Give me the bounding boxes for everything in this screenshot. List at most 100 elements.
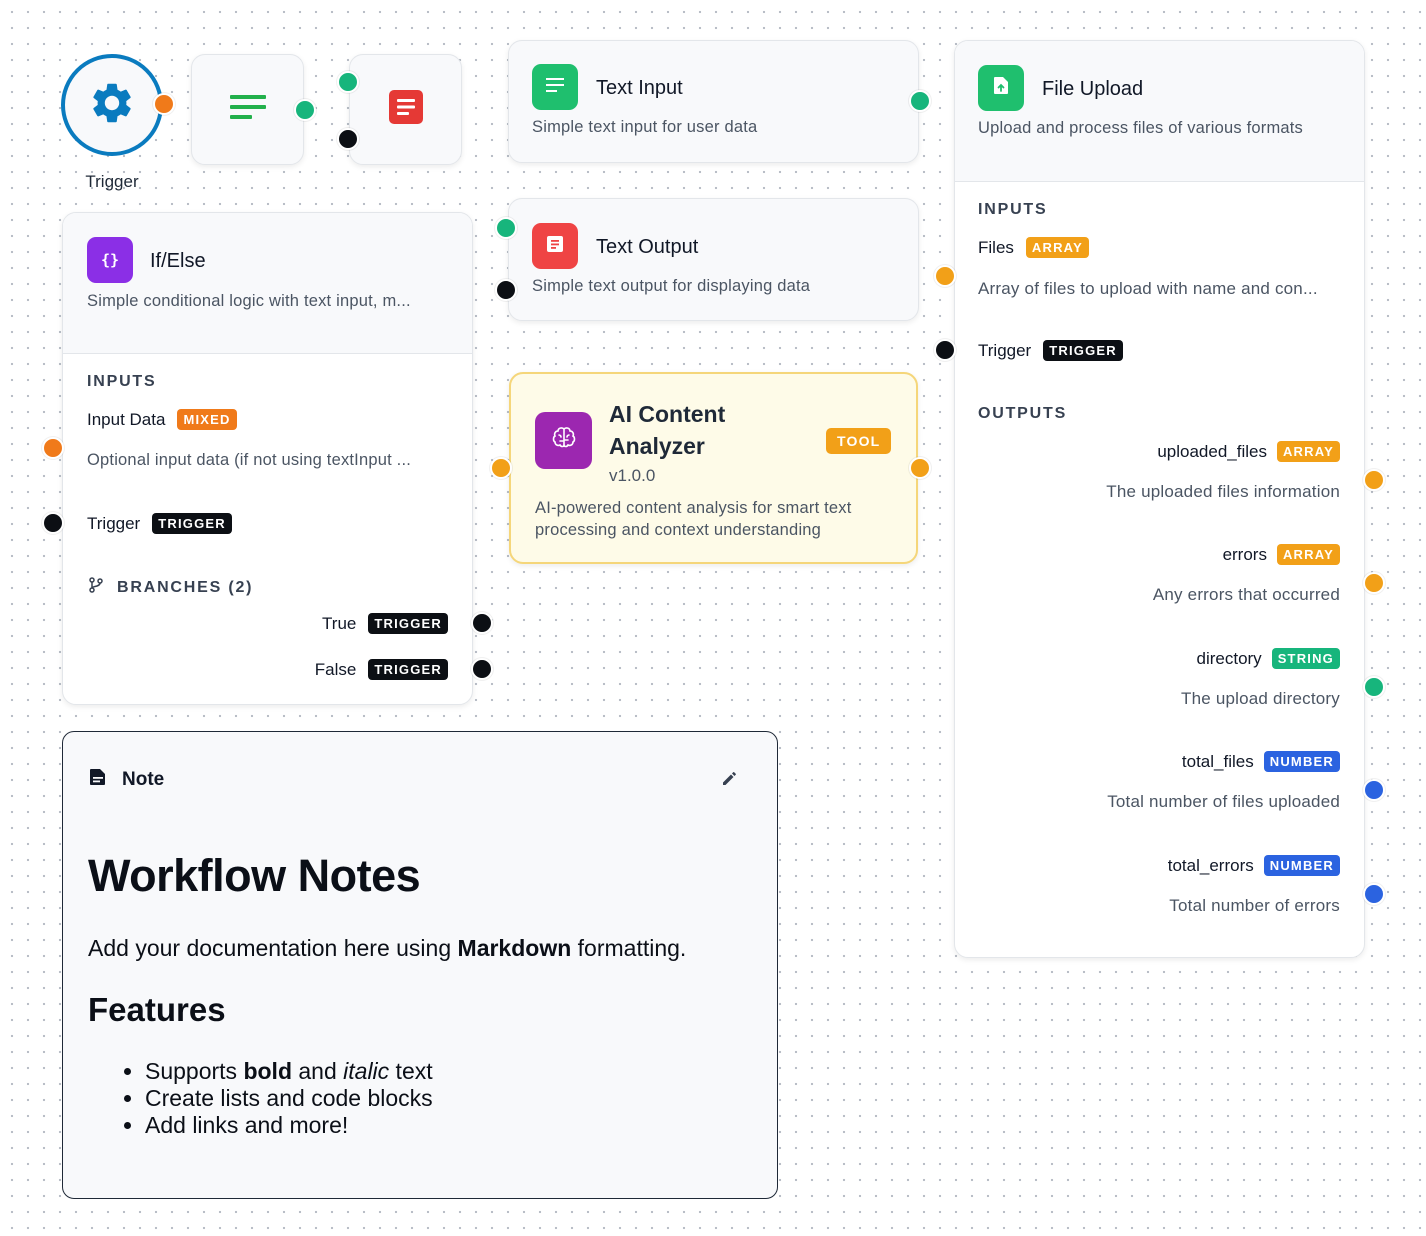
file-upload-files-handle[interactable] — [934, 265, 956, 287]
file-upload-title: File Upload — [1042, 78, 1144, 100]
ifelse-branch-false-badge: TRIGGER — [368, 659, 448, 680]
note-paragraph: Add your documentation here using Markdo… — [88, 935, 686, 962]
mini-text-input-output-handle[interactable] — [294, 99, 316, 121]
file-upload-divider — [955, 181, 1364, 182]
braces-icon: {} — [100, 251, 120, 269]
trigger-node[interactable] — [61, 54, 163, 156]
ai-analyzer-output-handle[interactable] — [909, 457, 931, 479]
ifelse-input-data-handle[interactable] — [42, 437, 64, 459]
mini-text-input-node[interactable] — [191, 54, 304, 165]
file-upload-trigger-badge: TRIGGER — [1043, 340, 1123, 361]
text-output-node[interactable]: Text Output Simple text output for displ… — [508, 198, 919, 321]
ifelse-trigger-label: Trigger — [87, 513, 141, 533]
output-errors-handle[interactable] — [1363, 572, 1385, 594]
file-upload-header — [955, 41, 1364, 181]
note-heading: Workflow Notes — [88, 850, 421, 901]
file-upload-trigger-label: Trigger — [978, 340, 1032, 360]
output-total-files-handle[interactable] — [1363, 779, 1385, 801]
output-uploaded-files-handle[interactable] — [1363, 469, 1385, 491]
text-input-output-handle[interactable] — [909, 90, 931, 112]
output-desc: Total number of files uploaded — [1107, 792, 1340, 811]
note-subheading: Features — [88, 991, 226, 1028]
list-item: Supports bold and italic text — [145, 1058, 433, 1085]
ifelse-trigger-badge: TRIGGER — [152, 513, 232, 534]
file-upload-inputs-label: INPUTS — [978, 201, 1048, 218]
mini-text-output-trigger-handle[interactable] — [337, 128, 359, 150]
note-paragraph-text-end: formatting. — [571, 935, 687, 961]
text-output-trigger-handle[interactable] — [495, 279, 517, 301]
gear-icon — [88, 79, 136, 132]
ifelse-branch-true: True TRIGGER — [322, 613, 448, 634]
output-name: errors — [1222, 544, 1267, 564]
ifelse-false-handle[interactable] — [471, 658, 493, 680]
ifelse-branches-label: BRANCHES (2) — [117, 578, 254, 596]
text-output-input-handle[interactable] — [495, 217, 517, 239]
output-desc: The upload directory — [1181, 689, 1340, 708]
ifelse-trigger-handle[interactable] — [42, 512, 64, 534]
output-desc: Any errors that occurred — [1152, 585, 1340, 604]
file-upload-files-row: Files ARRAY — [978, 237, 1089, 258]
note-icon — [88, 767, 108, 792]
output-type-badge: STRING — [1271, 648, 1340, 669]
file-upload-trigger-handle[interactable] — [934, 339, 956, 361]
output-name: total_files — [1181, 751, 1254, 771]
ai-analyzer-icon-tile — [535, 412, 592, 469]
list-item: Create lists and code blocks — [145, 1085, 433, 1112]
list-item-text: Supports — [145, 1058, 244, 1084]
text-input-node[interactable]: Text Input Simple text input for user da… — [508, 40, 919, 163]
file-upload-node[interactable]: File Upload Upload and process files of … — [954, 40, 1365, 958]
output-directory-row: directory STRING — [1196, 648, 1340, 669]
lines-icon — [229, 94, 267, 125]
ifelse-divider — [63, 353, 472, 354]
list-item-bold: bold — [243, 1058, 292, 1084]
list-item-text: text — [389, 1058, 433, 1084]
ai-analyzer-description: AI-powered content analysis for smart te… — [535, 497, 852, 541]
ifelse-true-handle[interactable] — [471, 612, 493, 634]
output-total-files-row: total_files NUMBER — [1182, 751, 1340, 772]
file-upload-description: Upload and process files of various form… — [978, 119, 1304, 137]
mini-text-output-node[interactable] — [349, 54, 462, 165]
output-name: total_errors — [1167, 855, 1254, 875]
ai-analyzer-title: AI Content Analyzer — [609, 398, 725, 462]
trigger-label: Trigger — [85, 172, 139, 191]
file-upload-icon-tile — [978, 65, 1024, 111]
ai-analyzer-title-line1: AI Content — [609, 401, 726, 427]
file-upload-files-badge: ARRAY — [1025, 237, 1089, 258]
output-type-badge: ARRAY — [1276, 441, 1340, 462]
ai-analyzer-node[interactable]: AI Content Analyzer v1.0.0 TOOL AI-power… — [509, 372, 918, 564]
pencil-icon[interactable] — [721, 769, 739, 792]
document-icon — [388, 89, 424, 130]
ifelse-input-data-desc: Optional input data (if not using textIn… — [87, 451, 412, 469]
ifelse-node[interactable]: {} If/Else Simple conditional logic with… — [62, 212, 473, 705]
note-node[interactable]: Note Workflow Notes Add your documentati… — [62, 731, 778, 1199]
list-item: Add links and more! — [145, 1112, 433, 1139]
mini-text-output-input-handle[interactable] — [337, 71, 359, 93]
output-total-errors-row: total_errors NUMBER — [1168, 855, 1340, 876]
note-feature-list: Supports bold and italic text Create lis… — [145, 1058, 433, 1139]
file-upload-icon — [993, 76, 1009, 100]
output-directory-handle[interactable] — [1363, 676, 1385, 698]
output-uploaded-files-row: uploaded_files ARRAY — [1157, 441, 1340, 462]
git-branch-icon — [89, 577, 103, 598]
file-upload-trigger-row: Trigger TRIGGER — [978, 340, 1123, 361]
file-upload-outputs-label: OUTPUTS — [978, 405, 1068, 422]
text-output-title: Text Output — [596, 236, 699, 258]
ifelse-branch-true-label: True — [322, 613, 357, 633]
ifelse-input-data-label: Input Data — [87, 409, 166, 429]
output-total-errors-handle[interactable] — [1363, 883, 1385, 905]
output-name: directory — [1196, 648, 1262, 668]
output-name: uploaded_files — [1157, 441, 1267, 461]
ai-analyzer-version: v1.0.0 — [609, 466, 656, 485]
ai-analyzer-tool-badge: TOOL — [826, 428, 892, 454]
ifelse-description: Simple conditional logic with text input… — [87, 292, 411, 310]
list-item-text: and — [292, 1058, 344, 1084]
ifelse-header — [63, 213, 472, 353]
brain-icon — [551, 426, 577, 455]
text-input-icon-tile — [532, 64, 578, 110]
ai-analyzer-description-line2: processing and context understanding — [535, 521, 822, 539]
list-item-italic: italic — [343, 1058, 390, 1084]
ifelse-branches-row: BRANCHES (2) — [89, 577, 253, 598]
ai-analyzer-input-handle[interactable] — [490, 457, 512, 479]
text-input-title: Text Input — [596, 77, 683, 99]
trigger-output-handle[interactable] — [153, 93, 175, 115]
